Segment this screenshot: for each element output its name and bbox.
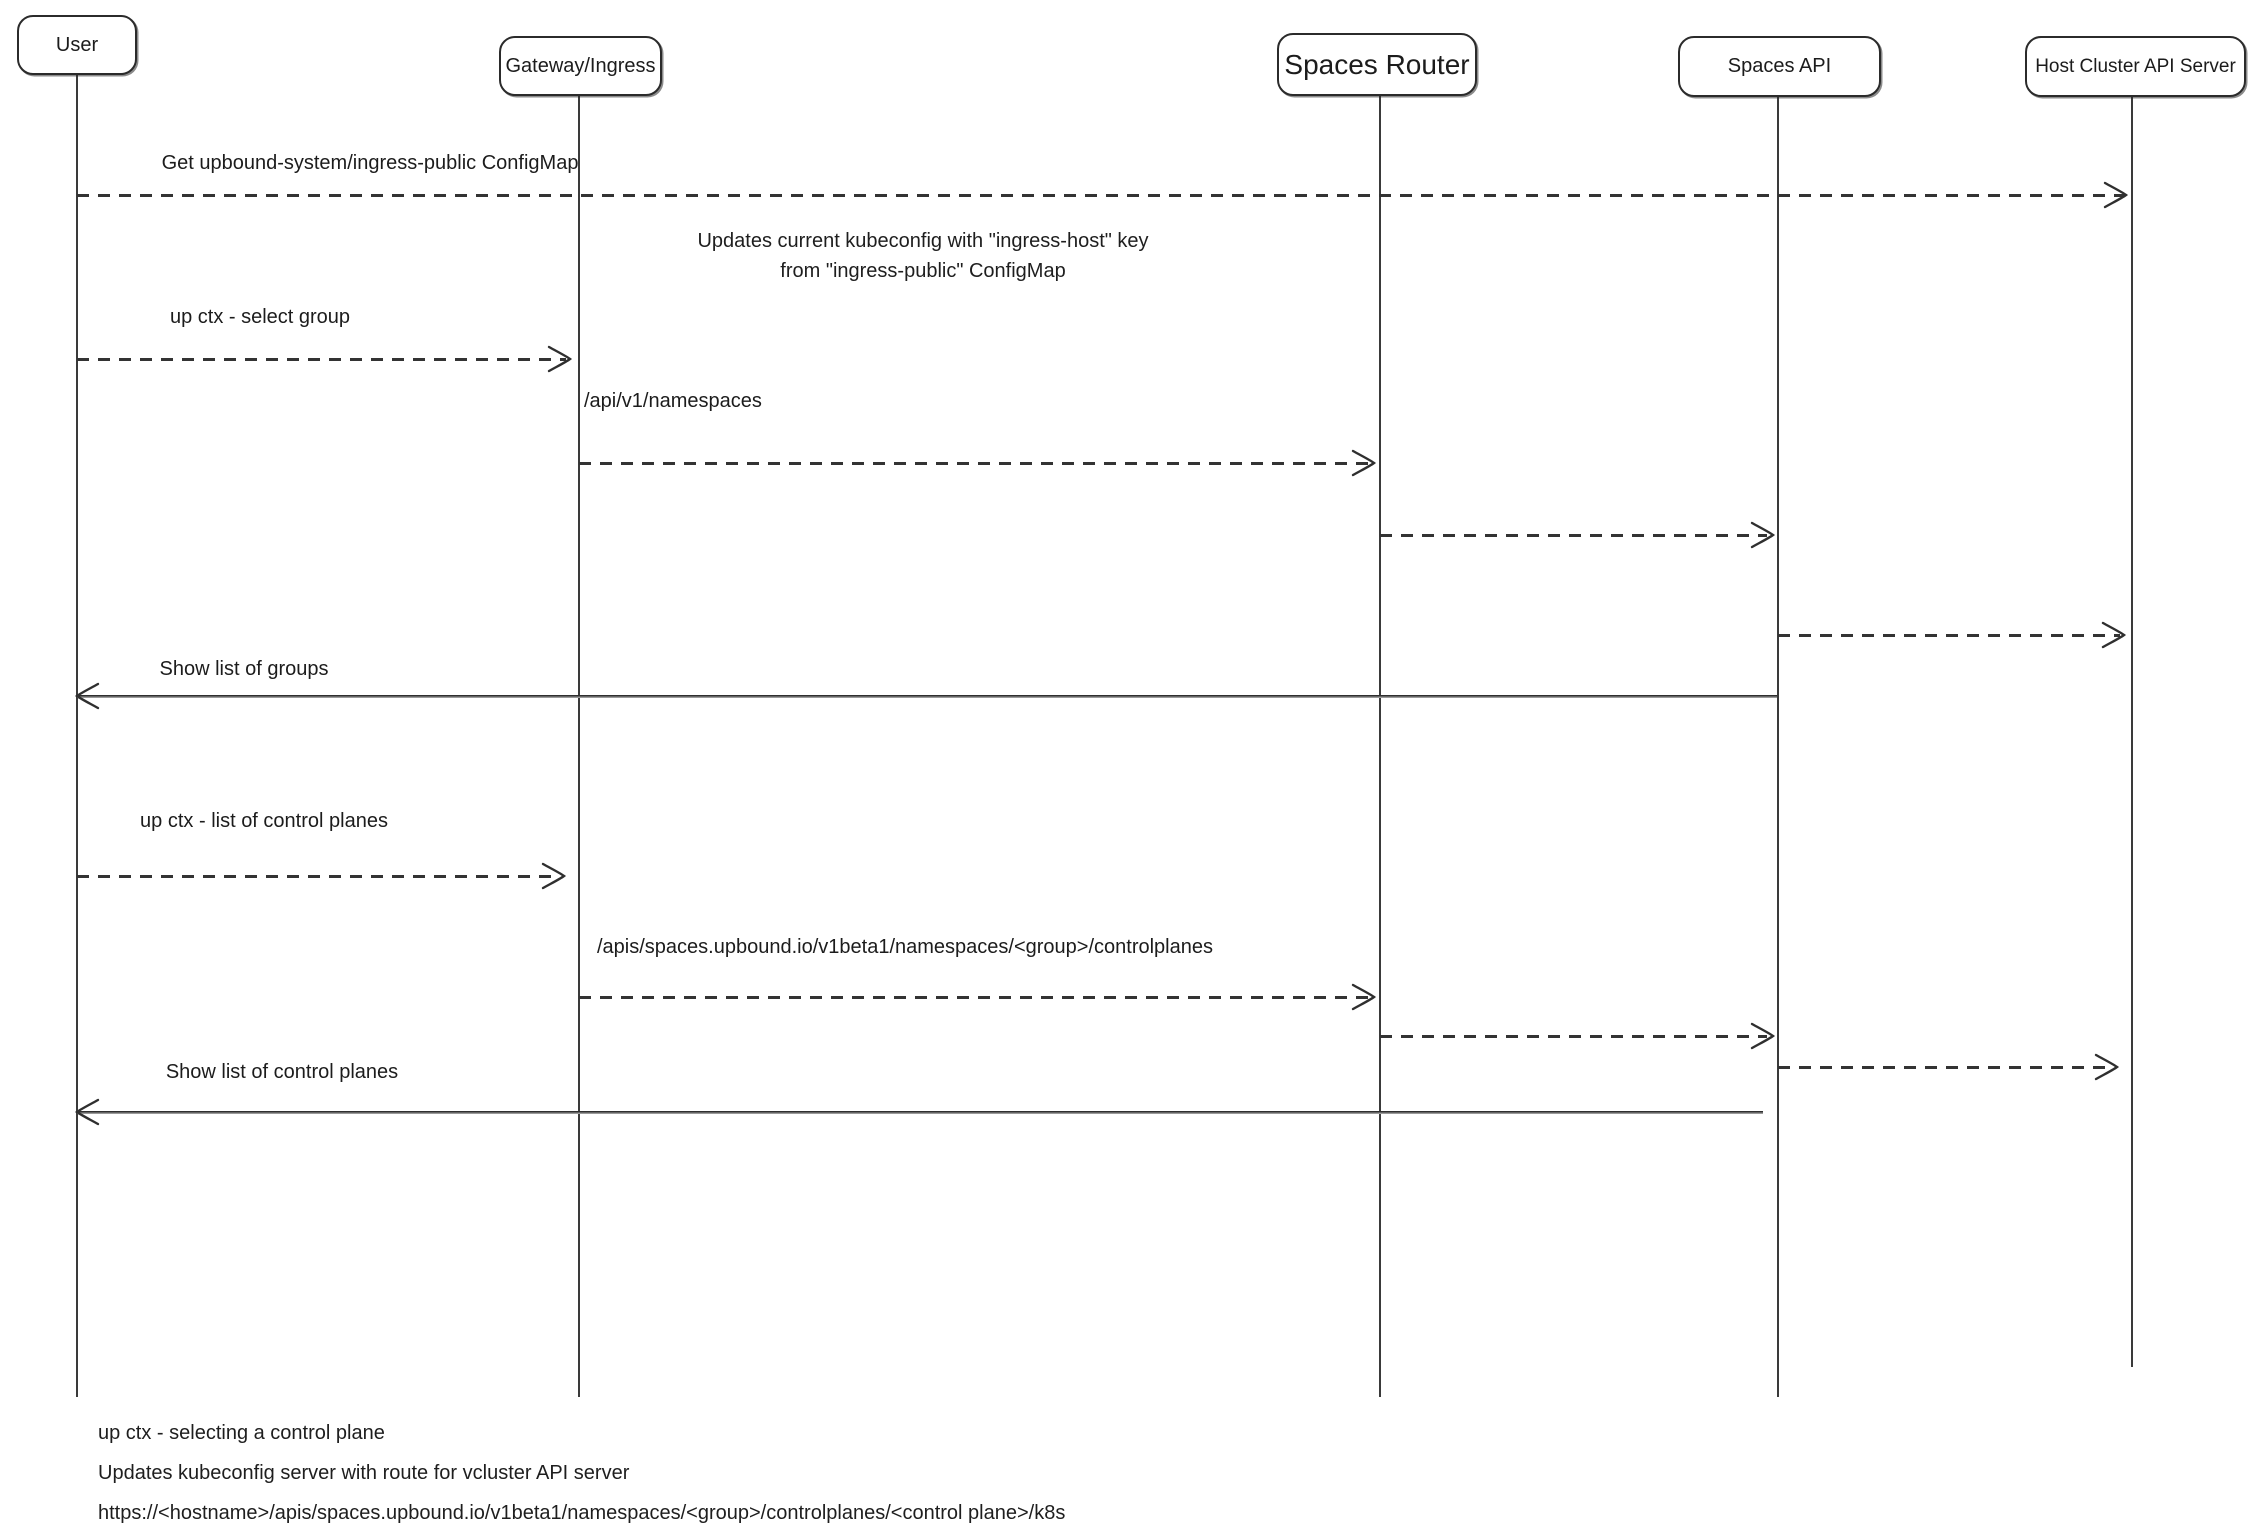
lifeline-user — [76, 75, 78, 1397]
lifeline-gateway — [578, 96, 580, 1397]
message-label-show-groups: Show list of groups — [159, 658, 329, 680]
actor-host-cluster: Host Cluster API Server — [2025, 36, 2246, 97]
arrowhead-right-icon — [2103, 181, 2128, 209]
message-label-get-configmap: Get upbound-system/ingress-public Config… — [161, 152, 579, 174]
arrowhead-right-icon — [2101, 621, 2126, 649]
actor-spaces-api-label: Spaces API — [1727, 55, 1832, 77]
message-line-show-control-planes — [77, 1111, 1763, 1114]
actor-user-label: User — [55, 33, 99, 56]
message-line-get-configmap — [77, 194, 2124, 197]
message-label-list-control-planes: up ctx - list of control planes — [140, 810, 388, 832]
message-label-controlplanes-api: /apis/spaces.upbound.io/v1beta1/namespac… — [597, 936, 1213, 958]
actor-gateway-label: Gateway/Ingress — [505, 54, 656, 77]
arrowhead-right-icon — [1351, 983, 1376, 1011]
arrowhead-right-icon — [541, 862, 566, 890]
message-label-select-group: up ctx - select group — [169, 306, 351, 328]
message-line-api-to-host — [1778, 634, 2120, 637]
message-line-list-control-planes — [77, 875, 560, 878]
arrowhead-right-icon — [2094, 1053, 2119, 1081]
message-label-show-control-planes: Show list of control planes — [165, 1061, 399, 1083]
lifeline-spaces-api — [1777, 96, 1779, 1397]
message-label-namespaces: /api/v1/namespaces — [584, 390, 762, 412]
message-line-show-groups — [77, 695, 1777, 698]
note-line-1: Updates current kubeconfig with "ingress… — [697, 230, 1149, 252]
arrowhead-left-icon — [75, 1098, 100, 1126]
arrowhead-right-icon — [1750, 521, 1775, 549]
arrowhead-left-icon — [75, 682, 100, 710]
message-line-router-to-api-2 — [1380, 1035, 1767, 1038]
message-line-select-group — [77, 358, 566, 361]
message-line-api-to-host-2 — [1778, 1066, 2113, 1069]
arrowhead-right-icon — [1750, 1022, 1775, 1050]
actor-spaces-api: Spaces API — [1678, 36, 1881, 97]
lifeline-spaces-router — [1379, 96, 1381, 1397]
footnote-vcluster-url: https://<hostname>/apis/spaces.upbound.i… — [98, 1502, 1066, 1524]
note-kubeconfig-update: Updates current kubeconfig with "ingress… — [697, 226, 1148, 286]
message-line-namespaces — [579, 462, 1369, 465]
arrowhead-right-icon — [1351, 449, 1376, 477]
actor-spaces-router-label: Spaces Router — [1284, 48, 1470, 80]
footnote-selecting-control-plane: up ctx - selecting a control plane — [98, 1422, 385, 1444]
actor-spaces-router: Spaces Router — [1277, 33, 1477, 96]
footnote-updates-kubeconfig: Updates kubeconfig server with route for… — [98, 1462, 630, 1484]
note-line-2: from "ingress-public" ConfigMap — [780, 260, 1066, 282]
lifeline-host-cluster — [2131, 96, 2133, 1367]
message-line-router-to-api — [1380, 534, 1767, 537]
arrowhead-right-icon — [547, 345, 572, 373]
message-line-controlplanes-api — [579, 996, 1369, 999]
actor-user: User — [17, 15, 137, 75]
actor-host-cluster-label: Host Cluster API Server — [2035, 55, 2236, 77]
actor-gateway: Gateway/Ingress — [499, 36, 662, 96]
